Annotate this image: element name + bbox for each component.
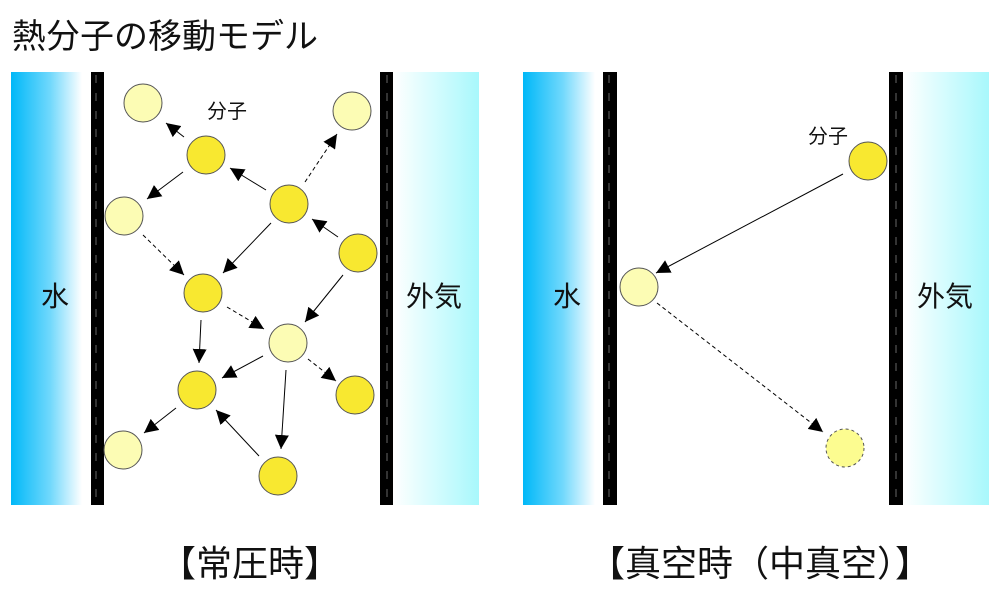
- molecule: [269, 184, 309, 224]
- right-wall: [380, 72, 393, 505]
- molecule-faded: [619, 267, 659, 307]
- molecule: [177, 370, 217, 410]
- arrow: [146, 171, 184, 200]
- arrow: [655, 173, 844, 274]
- air-region: [903, 72, 989, 505]
- molecule: [335, 375, 375, 415]
- molecule-label: 分子: [207, 99, 247, 123]
- diagram-title: 熱分子の移動モデル: [12, 17, 318, 57]
- panel-normal-pressure: 水 外気 分子 【常圧時】: [11, 72, 479, 585]
- molecule-faded: [104, 196, 144, 236]
- water-region: [11, 72, 82, 505]
- air-label: 外気: [406, 280, 462, 313]
- molecule-faded: [332, 91, 372, 131]
- molecule: [183, 273, 223, 313]
- left-wall: [91, 72, 104, 505]
- molecule-label: 分子: [808, 124, 848, 148]
- right-wall: [889, 72, 903, 505]
- arrow: [215, 409, 260, 457]
- arrow: [143, 407, 177, 434]
- molecule: [186, 135, 226, 175]
- dashed-arrow: [226, 306, 265, 330]
- molecule-faded: [268, 323, 308, 363]
- arrow: [311, 218, 339, 238]
- arrow: [165, 122, 185, 138]
- arrow: [221, 355, 264, 379]
- molecule: [338, 233, 378, 273]
- arrow: [192, 319, 207, 364]
- caption-normal-pressure: 【常圧時】: [160, 544, 340, 585]
- arrow: [229, 167, 267, 191]
- water-label: 水: [553, 280, 581, 313]
- arrow: [304, 274, 344, 323]
- arrow: [222, 222, 272, 274]
- dashed-arrow: [656, 302, 824, 433]
- water-region: [523, 72, 595, 505]
- dashed-arrow: [307, 358, 337, 382]
- dashed-arrow: [304, 133, 338, 183]
- water-label: 水: [41, 280, 69, 313]
- molecule: [825, 428, 865, 468]
- molecule-faded: [103, 430, 143, 470]
- dashed-arrow: [142, 234, 185, 276]
- caption-vacuum: 【真空時（中真空）】: [589, 544, 931, 585]
- panel-vacuum: 水 外気 分子 【真空時（中真空）】: [523, 72, 989, 585]
- molecule: [258, 456, 298, 496]
- left-wall: [603, 72, 617, 505]
- molecule-faded: [123, 83, 163, 123]
- air-label: 外気: [917, 280, 973, 313]
- air-region: [393, 72, 479, 505]
- arrow: [274, 369, 289, 450]
- molecule: [848, 141, 888, 181]
